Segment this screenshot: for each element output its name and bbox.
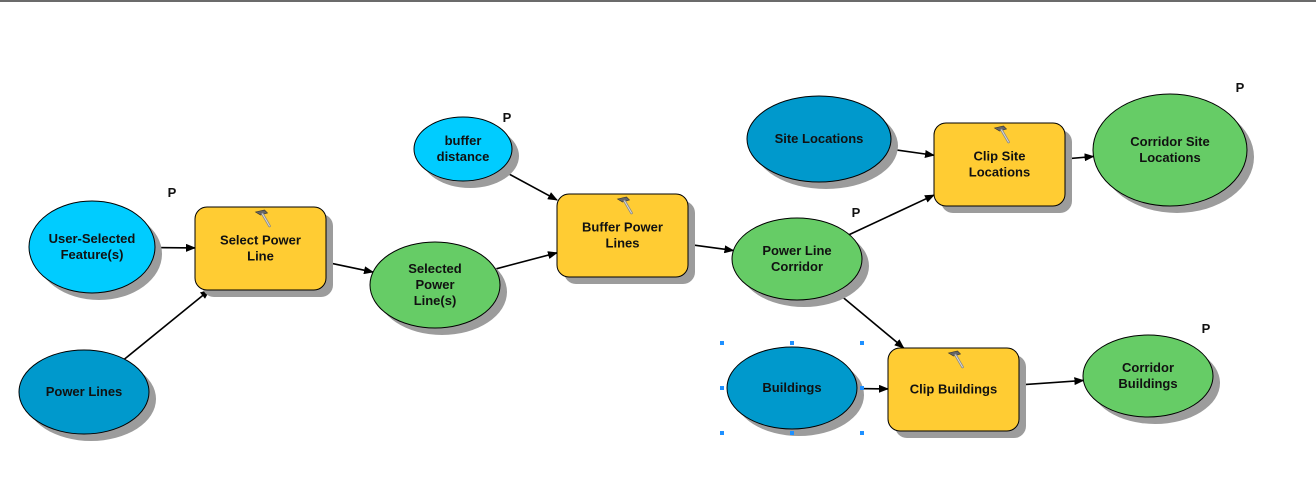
node-label-line: Buildings [762, 380, 821, 395]
node-label-line: Clip Site [973, 149, 1025, 164]
node-label-line: Locations [1139, 150, 1200, 165]
node-label-line: User-Selected [49, 231, 136, 246]
node-label-line: Clip Buildings [910, 382, 997, 397]
node-label-line: Locations [969, 165, 1030, 180]
node-shape-tool[interactable] [887, 347, 1020, 432]
node-label-line: Power [415, 277, 454, 292]
parameter-marker: P [1236, 80, 1245, 95]
node-clip-buildings[interactable]: Clip Buildings [887, 347, 1020, 432]
node-label-line: Buffer Power [582, 220, 663, 235]
node-shape-input-data[interactable] [726, 346, 858, 430]
node-label-line: Feature(s) [61, 247, 124, 262]
node-label-line: Corridor [1122, 360, 1174, 375]
node-label-line: Line [247, 249, 274, 264]
parameter-marker: P [1202, 321, 1211, 336]
node-label-line: buffer [445, 133, 482, 148]
node-label-line: Buildings [1118, 376, 1177, 391]
window-top-border [0, 0, 1316, 2]
connector-power-line-corridor-to-clip-buildings[interactable] [835, 291, 905, 349]
node-shape-input-value[interactable] [28, 200, 156, 294]
node-shape-tool[interactable] [194, 206, 327, 291]
node-shape-derived-data[interactable] [369, 241, 501, 329]
node-label-line: Power Line [762, 243, 831, 258]
node-shape-derived-data[interactable] [1082, 334, 1214, 418]
node-shape-derived-data[interactable] [1092, 93, 1248, 207]
node-shape-input-value[interactable] [413, 116, 513, 182]
node-shape-tool[interactable] [556, 193, 689, 278]
node-label-line: Corridor [771, 259, 823, 274]
connector-power-line-corridor-to-clip-site-locations[interactable] [848, 194, 935, 236]
connector-power-lines-to-select-power-line[interactable] [123, 289, 211, 360]
selection-handle[interactable] [720, 431, 724, 435]
node-label-line: Site Locations [775, 131, 864, 146]
node-shape-tool[interactable] [933, 122, 1066, 207]
selection-handle[interactable] [860, 386, 864, 390]
parameter-marker: P [168, 185, 177, 200]
edges-layer [123, 148, 1095, 393]
node-label-line: Lines [606, 236, 640, 251]
labels-layer: P P P P P [168, 80, 1245, 435]
connector-buffer-power-lines-to-power-line-corridor[interactable] [687, 243, 735, 254]
selection-handle[interactable] [790, 341, 794, 345]
node-buildings[interactable]: Buildings [726, 346, 858, 430]
node-label-line: Power Lines [46, 384, 123, 399]
parameter-marker: P [503, 110, 512, 125]
selection-handle[interactable] [720, 341, 724, 345]
connector-buffer-distance-to-buffer-power-lines[interactable] [500, 168, 558, 201]
connector-selected-power-lines-to-buffer-power-lines[interactable] [495, 251, 558, 270]
node-site-locations[interactable]: Site Locations [746, 95, 892, 183]
node-label-line: Select Power [220, 233, 301, 248]
node-shape-input-data[interactable] [18, 349, 150, 435]
node-shape-derived-data[interactable] [731, 217, 863, 301]
node-label-line: distance [437, 149, 490, 164]
selection-handle[interactable] [860, 341, 864, 345]
parameter-marker: P [852, 205, 861, 220]
selection-handle[interactable] [860, 431, 864, 435]
node-shape-input-data[interactable] [746, 95, 892, 183]
selection-handle[interactable] [790, 431, 794, 435]
node-label-line: Selected [408, 261, 462, 276]
connector-clip-buildings-to-corridor-buildings[interactable] [1018, 377, 1085, 386]
node-label-line: Line(s) [414, 293, 457, 308]
node-power-lines[interactable]: Power Lines [18, 349, 150, 435]
selection-handle[interactable] [720, 386, 724, 390]
node-label-line: Corridor Site [1130, 134, 1209, 149]
connector-select-power-line-to-selected-power-lines[interactable] [325, 261, 375, 275]
